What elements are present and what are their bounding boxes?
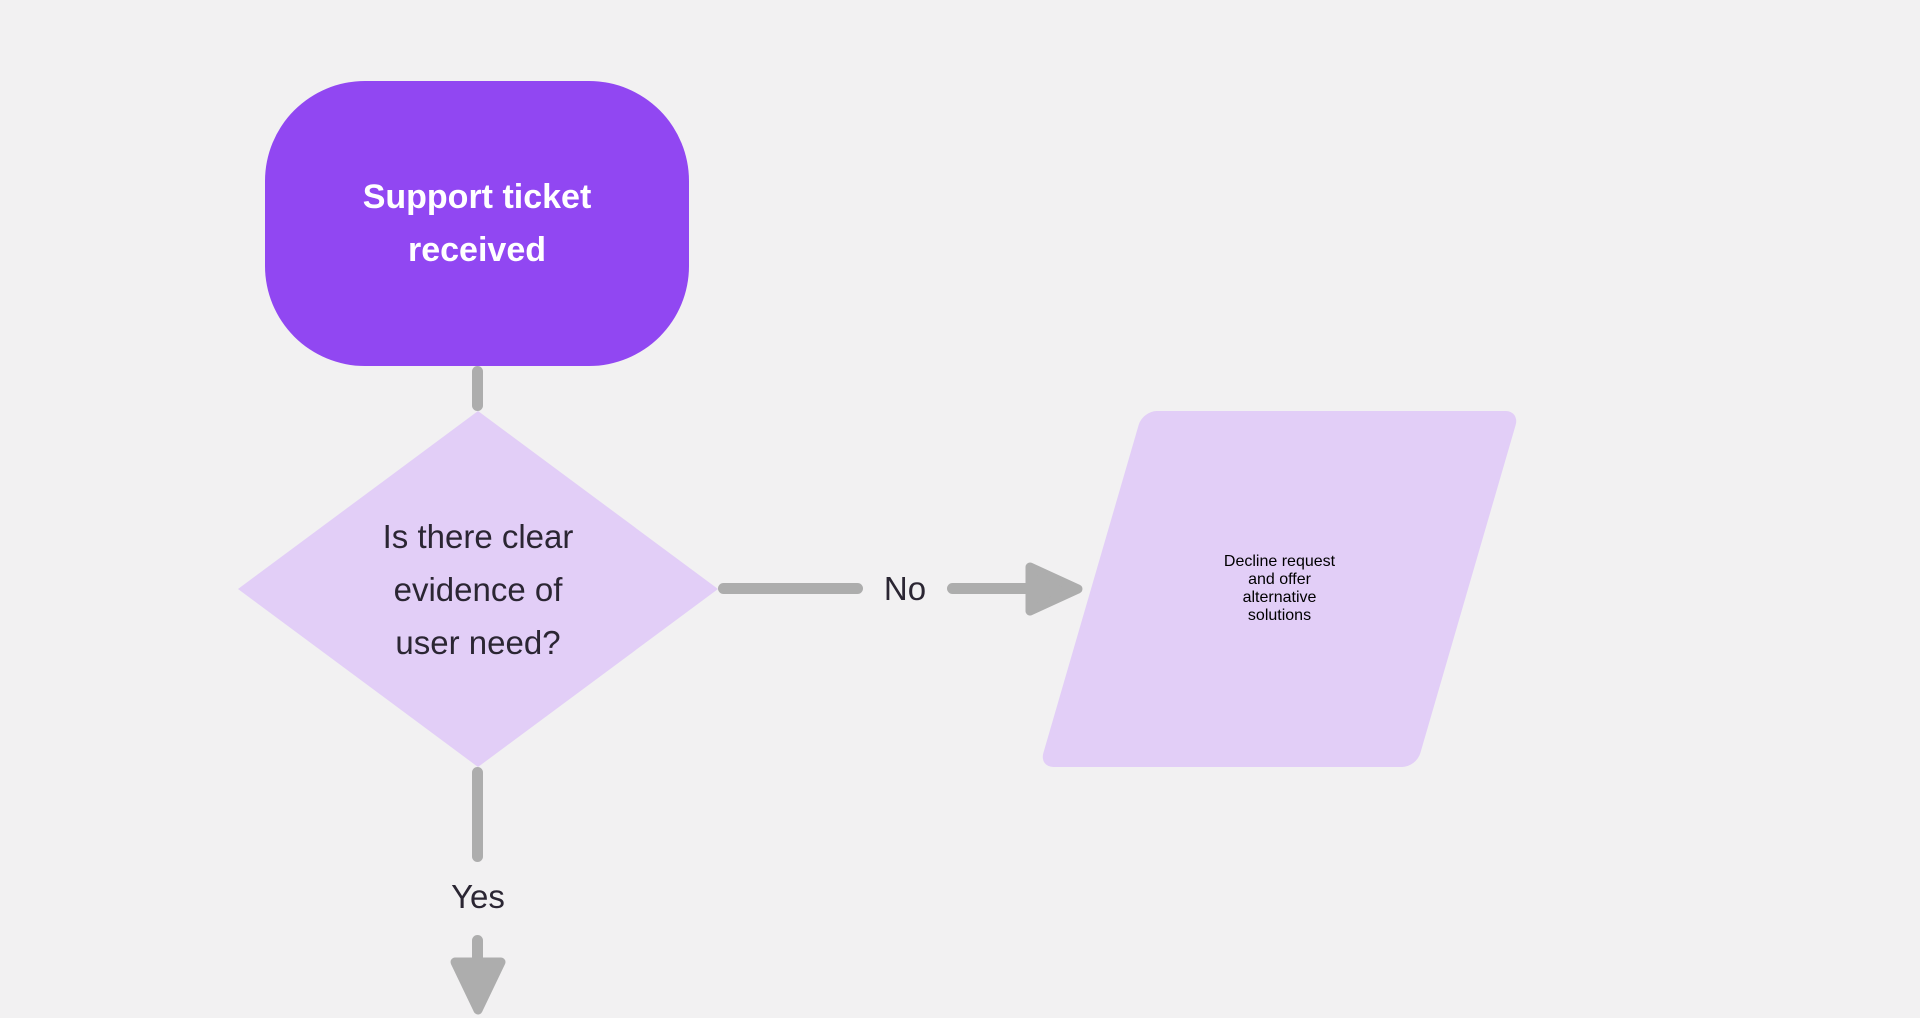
edge-label-yes: Yes bbox=[451, 878, 505, 915]
edge-no-segment-1 bbox=[718, 583, 863, 594]
arrow-down-head-icon bbox=[450, 957, 506, 1015]
node-decision-label-line1: Is there clear bbox=[382, 517, 574, 555]
node-decline-parallelogram: Decline request and offer alternative so… bbox=[1039, 411, 1520, 767]
node-decision-label-line2: evidence of bbox=[393, 570, 563, 608]
arrow-right-head-icon bbox=[1025, 562, 1083, 616]
node-decline-label-line4: solutions bbox=[1247, 607, 1312, 624]
edge-start-to-decision bbox=[472, 366, 483, 411]
node-start-terminal: Support ticket received bbox=[265, 81, 689, 366]
node-decline-label-line2: and offer bbox=[1248, 571, 1311, 588]
edge-label-no: No bbox=[883, 570, 927, 607]
edge-no-segment-2 bbox=[947, 583, 1035, 594]
node-decision-diamond: Is there clear evidence of user need? bbox=[238, 411, 718, 767]
edge-yes-segment-2 bbox=[472, 935, 483, 968]
node-decline-label-line1: Decline request bbox=[1223, 553, 1336, 570]
node-decline-label: Decline request and offer alternative so… bbox=[1091, 411, 1468, 767]
node-start-label-line2: received bbox=[408, 230, 546, 269]
edge-yes-segment-1 bbox=[472, 767, 483, 862]
node-decline-label-line3: alternative bbox=[1242, 589, 1317, 606]
node-start-label-line1: Support ticket bbox=[362, 177, 592, 216]
node-decision-label-line3: user need? bbox=[395, 623, 561, 661]
